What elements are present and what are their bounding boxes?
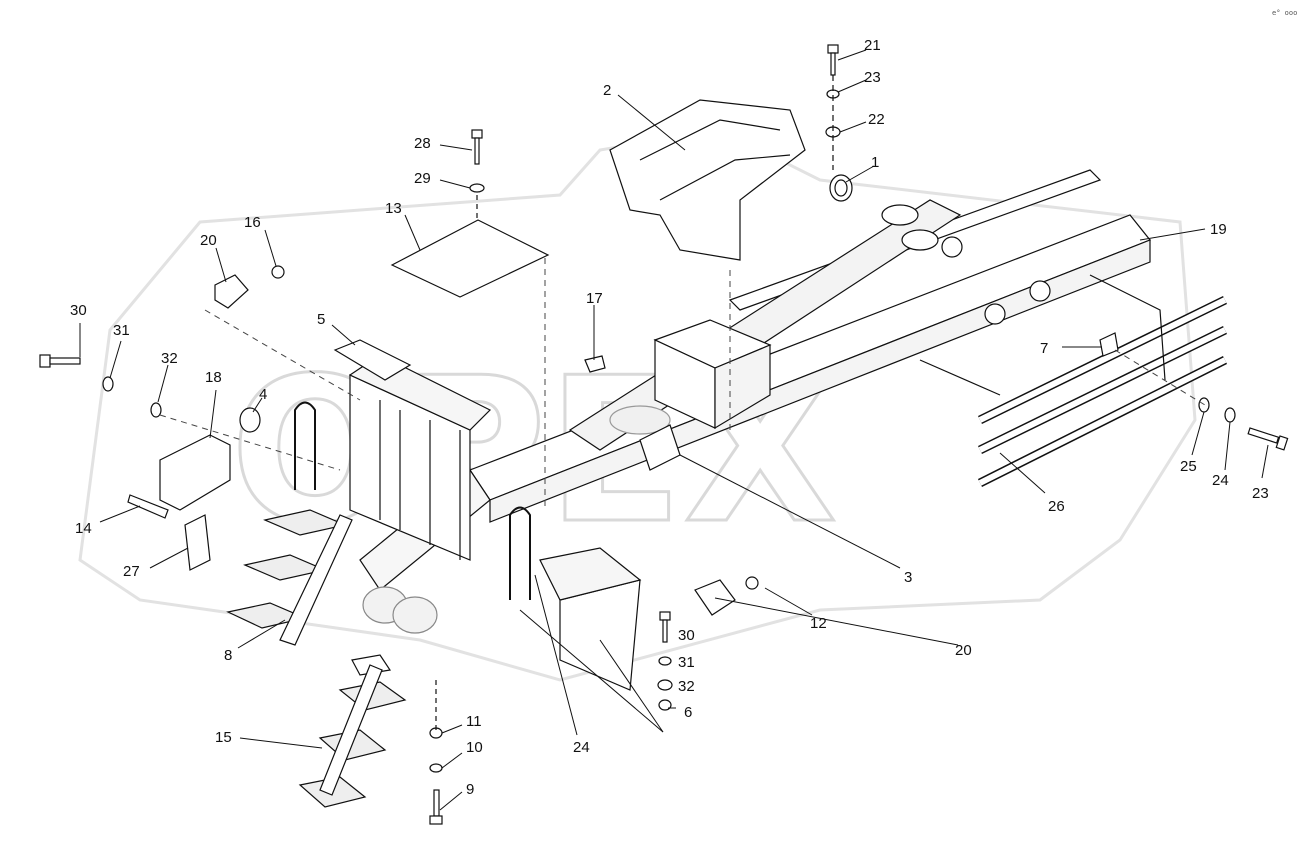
plate-7: [1099, 332, 1119, 357]
callout-23-top: 23: [864, 69, 881, 86]
callout-30-center: 30: [678, 627, 695, 644]
callout-20-right: 20: [955, 642, 972, 659]
callout-17: 17: [586, 290, 603, 307]
callout-1: 1: [871, 154, 879, 171]
callout-6: 6: [684, 704, 692, 721]
callout-8: 8: [224, 647, 232, 664]
step-tower: [333, 339, 492, 561]
fender: [609, 99, 806, 261]
bushing-4: [239, 407, 261, 433]
bolt-stack-center: [657, 611, 673, 711]
callout-4: 4: [259, 386, 267, 403]
callout-18: 18: [205, 369, 222, 386]
exhaust-pipe-2: [392, 596, 438, 634]
handle-center: [509, 506, 531, 600]
mud-flap-bracket: [539, 547, 642, 601]
callout-29: 29: [414, 170, 431, 187]
callout-12: 12: [810, 615, 827, 632]
bushing-ring-inner: [834, 179, 848, 197]
callout-23-right: 23: [1252, 485, 1269, 502]
latch-16: [271, 265, 285, 279]
latch-12: [745, 576, 759, 590]
callout-26: 26: [1048, 498, 1065, 515]
callout-21: 21: [864, 37, 881, 54]
bolt-28: [469, 129, 485, 220]
callout-5: 5: [317, 311, 325, 328]
callout-20-left: 20: [200, 232, 217, 249]
callout-31-center: 31: [678, 654, 695, 671]
callout-labels: 1 2 3 4 5 6 7 8 9 10 11 12 13 14 15 16 1…: [70, 37, 1269, 798]
handle-left: [294, 401, 316, 490]
callout-22: 22: [868, 111, 885, 128]
callout-14: 14: [75, 520, 92, 537]
leader-lines: [79, 49, 1269, 811]
callout-9: 9: [466, 781, 474, 798]
callout-16: 16: [244, 214, 261, 231]
bolt-stack-top-right: [825, 44, 841, 170]
callout-10: 10: [466, 739, 483, 756]
callout-13: 13: [385, 200, 402, 217]
clip-20-right: [694, 579, 736, 616]
callout-24-right: 24: [1212, 472, 1229, 489]
alignment-lines: [159, 258, 1206, 510]
callout-32-left: 32: [161, 350, 178, 367]
callout-15: 15: [215, 729, 232, 746]
cover-plate: [390, 219, 550, 298]
step-set-lower: [298, 654, 407, 808]
callout-28: 28: [414, 135, 431, 152]
small-bracket-17: [584, 355, 606, 373]
callout-25: 25: [1180, 458, 1197, 475]
clip-20-left: [214, 274, 249, 309]
parts: [39, 44, 1289, 825]
bolt-stack-left: [39, 354, 162, 418]
callout-3: 3: [904, 569, 912, 586]
callout-24-lower: 24: [573, 739, 590, 756]
mounting-box: [653, 319, 772, 430]
callout-2: 2: [603, 82, 611, 99]
callout-30-left: 30: [70, 302, 87, 319]
corner-mark: e° ooo: [1272, 9, 1297, 17]
bracket-plate: [184, 514, 211, 571]
callout-31-left: 31: [113, 322, 130, 339]
mounting-bar: [127, 494, 169, 519]
bolt-stack-lower: [429, 680, 443, 825]
callout-27: 27: [123, 563, 140, 580]
callout-11: 11: [466, 713, 482, 730]
callout-19: 19: [1210, 221, 1227, 238]
step-set-left: [226, 509, 353, 646]
callout-32-center: 32: [678, 678, 695, 695]
rear-guard: [919, 274, 1228, 488]
step-cover: [159, 434, 231, 511]
bolt-stack-right: [1198, 397, 1289, 451]
callout-7: 7: [1040, 340, 1048, 357]
